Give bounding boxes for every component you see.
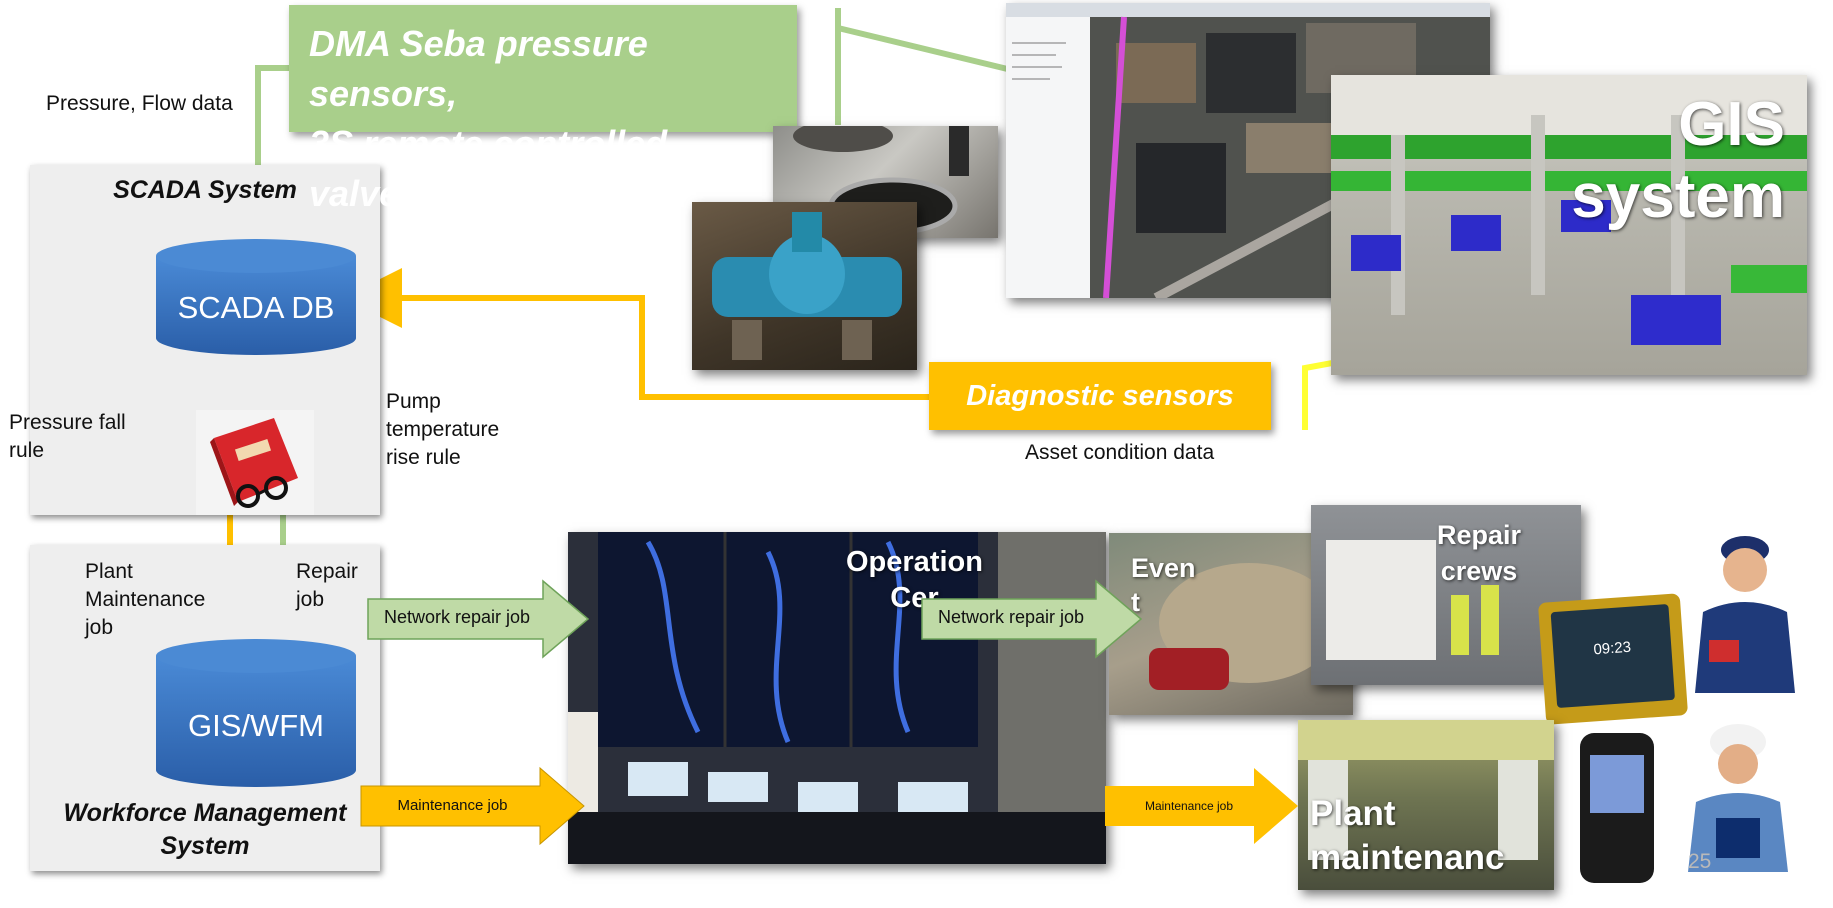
rule-book-icon [196, 410, 314, 515]
scada-db-label: SCADA DB [177, 290, 335, 325]
plant-line3: job [85, 616, 114, 639]
pressure-fall-rule-label: Pressure fall rule [9, 409, 126, 465]
tablet-icon: 09:23 [1537, 593, 1689, 725]
operation-center-photo: Operation Cer [568, 532, 1106, 864]
repair-crews-line1: Repair [1437, 520, 1522, 550]
sensors-line2: 3S remote controlled valves [309, 123, 668, 214]
pressure-flow-label: Pressure, Flow data [46, 92, 233, 115]
tablet-time: 09:23 [1592, 638, 1632, 659]
handheld-device-icon [1580, 733, 1654, 883]
gis-line2: system [1571, 162, 1785, 231]
sensors-line1: DMA Seba pressure sensors, [309, 23, 648, 114]
pump-line3: rise rule [386, 446, 461, 469]
maintenance-arrow-2: Maintenance job [1104, 766, 1299, 846]
worker-with-tablet-icon [1689, 530, 1797, 693]
gis-wfm-cylinder: GIS/WFM [155, 638, 357, 788]
gis-pump-station-photo: GIS system [1331, 75, 1807, 375]
gis-line1: GIS [1678, 90, 1785, 159]
pump-line2: temperature [386, 418, 500, 441]
repair-line1: Repair [296, 560, 358, 583]
event-label: Even t [1131, 551, 1196, 619]
plant-line1: Plant [85, 560, 133, 583]
pressure-fall-line2: rule [9, 439, 45, 462]
plant-maintenance-photo: Plant maintenanc [1298, 720, 1554, 890]
pump-temperature-rule-label: Pump temperature rise rule [386, 388, 499, 472]
orange-connector-diagnostic-to-scada [342, 268, 930, 400]
pressure-fall-line1: Pressure fall [9, 411, 126, 434]
right-arrow-icon [921, 579, 1143, 659]
plant-photo-line2: maintenanc [1310, 838, 1505, 877]
wfm-title-line1: Workforce Management [63, 799, 347, 827]
right-arrow-icon [1105, 768, 1298, 844]
wfm-title-line2: System [160, 832, 250, 860]
gis-system-label: GIS system [1571, 89, 1785, 233]
network-repair-arrow-2: Network repair job [921, 579, 1143, 659]
plant-maintenance-job-label: Plant Maintenance job [85, 558, 205, 642]
network-repair-label-2: Network repair job [937, 607, 1085, 627]
scada-system-title: SCADA System [113, 176, 297, 204]
repair-crews-label: Repair crews [1437, 517, 1521, 589]
dma-sensors-box: DMA Seba pressure sensors, 3S remote con… [289, 5, 797, 214]
diagnostic-sensors-box: Diagnostic sensors [929, 362, 1271, 430]
repair-crews-photo: Repair crews [1311, 505, 1581, 685]
valve-photo [692, 202, 917, 370]
repair-line2: job [296, 588, 325, 611]
maintenance-arrow-1: Maintenance job [360, 766, 585, 846]
pump-line1: Pump [386, 390, 441, 413]
right-arrow-icon [367, 579, 590, 659]
database-icon [156, 639, 356, 787]
plant-photo-line1: Plant [1310, 794, 1396, 833]
network-repair-label-1: Network repair job [383, 607, 531, 627]
database-icon [156, 239, 356, 355]
repair-crews-line2: crews [1440, 556, 1518, 586]
plant-maintenance-label: Plant maintenanc [1310, 792, 1505, 880]
page-number: 25 [1688, 850, 1712, 873]
handheld-screen [1590, 755, 1644, 813]
event-line2: t [1131, 587, 1140, 617]
event-line1: Even [1131, 553, 1196, 583]
worker-with-clipboard-icon [1680, 718, 1796, 872]
right-arrow-icon [360, 766, 585, 846]
maintenance-label-1: Maintenance job [397, 797, 508, 814]
repair-job-label: Repair job [296, 558, 358, 614]
wfm-system-title: Workforce Management System [30, 797, 380, 863]
asset-condition-label: Asset condition data [1025, 441, 1215, 464]
tablet-screen: 09:23 [1550, 604, 1675, 709]
maintenance-label-2: Maintenance job [1144, 799, 1234, 813]
network-repair-arrow-1: Network repair job [367, 579, 590, 659]
gis-wfm-label: GIS/WFM [187, 708, 325, 743]
scada-db-cylinder: SCADA DB [155, 238, 357, 356]
plant-line2: Maintenance [85, 588, 206, 611]
ops-line1: Operation [846, 546, 983, 578]
